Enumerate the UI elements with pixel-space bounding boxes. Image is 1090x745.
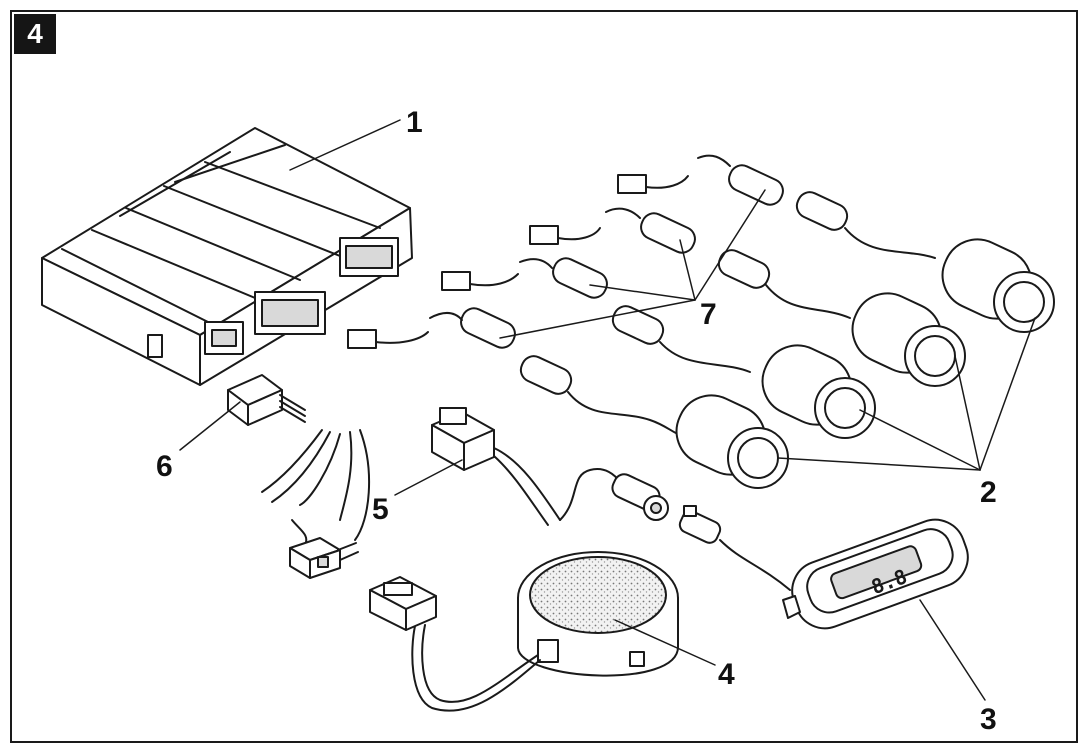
buzzer-speaker [369, 551, 680, 712]
figure-number-badge: 4 [14, 14, 56, 54]
display-cable [559, 468, 791, 591]
callout-1: 1 [406, 106, 423, 139]
led-display-unit [782, 518, 969, 630]
callout-5: 5 [372, 493, 389, 526]
splitter-connector [431, 407, 561, 526]
callout-6: 6 [156, 450, 173, 483]
ultrasonic-sensors [519, 191, 1055, 489]
wiring-harness-connector [227, 374, 370, 546]
callout-4: 4 [718, 658, 735, 691]
harness-plug [289, 537, 359, 579]
callout-2: 2 [980, 476, 997, 509]
control-unit [41, 127, 413, 386]
callout-3: 3 [980, 703, 997, 736]
leader-lines [179, 119, 1036, 701]
diagram-frame [10, 10, 1078, 743]
sensor-extension-plugs [347, 154, 784, 349]
callout-7: 7 [700, 298, 717, 331]
